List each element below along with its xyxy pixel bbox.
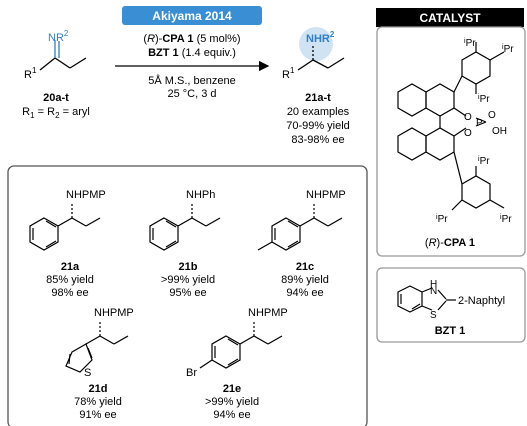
example-21d-yield: 78% yield (74, 396, 122, 408)
example-21a-ee: 98% ee (51, 287, 88, 299)
example-21d-atom: S (84, 367, 91, 379)
product-nhr-label: NHR2 (306, 30, 335, 45)
cpa-ipr-4: iPr (478, 156, 490, 167)
example-21c-ee: 94% ee (286, 287, 323, 299)
example-21c-group: NHPMP (306, 189, 346, 201)
banner-title: Akiyama 2014 (152, 9, 232, 23)
bzt-nitrogen: N (430, 286, 437, 297)
example-21e-yield: >99% yield (205, 396, 259, 408)
catalyst-panel: CATALYST iPr (376, 8, 526, 257)
catalyst-name: (R)-CPA 1 (425, 237, 475, 249)
bzt-hydrogen: H (430, 279, 437, 290)
example-21d-structure (65, 320, 129, 373)
cpa-ipr-6: iPr (500, 214, 512, 225)
cpa-hydroxyl: OH (492, 126, 507, 137)
example-21c-id: 21c (296, 261, 314, 273)
example-21d-ee: 91% ee (79, 409, 116, 421)
example-21d-id: 21d (89, 383, 108, 395)
condition-solvent: 5Å M.S., benzene (148, 74, 235, 87)
cpa-ipr-1: iPr (464, 38, 476, 49)
product-yield: 70-99% yield (286, 120, 350, 132)
example-21e-atom: Br (186, 367, 197, 379)
substrate-r1-label: R1 (24, 66, 37, 81)
example-21e-structure (199, 320, 283, 369)
cpa-ipr-2: iPr (502, 44, 514, 55)
substrate-id: 20a-t (43, 92, 69, 104)
example-21c-structure (257, 202, 343, 251)
example-21b-group: NHPh (186, 189, 215, 201)
banner-box (122, 6, 262, 25)
example-21d-group: NHPMP (94, 307, 134, 319)
cpa-structure (397, 42, 505, 211)
stereocenter-highlight (299, 27, 333, 61)
example-21a-structure (29, 202, 101, 251)
examples-frame (7, 165, 368, 426)
cpa-ipr-5: iPr (436, 214, 448, 225)
cpa-phosphorus: P (476, 118, 483, 129)
product-id: 21a-t (305, 92, 331, 104)
example-21a-yield: 85% yield (46, 274, 94, 286)
bzt-frame (376, 267, 526, 343)
catalyst-header: CATALYST (419, 11, 481, 25)
product-examples: 20 examples (287, 106, 350, 118)
example-21b-structure (149, 202, 221, 251)
example-21e-id: 21e (223, 383, 241, 395)
example-21c-yield: 89% yield (281, 274, 329, 286)
bzt-substituent: 2-Naphtyl (458, 295, 505, 307)
substrate-structure (39, 40, 87, 71)
example-21e-ee: 94% ee (213, 409, 250, 421)
condition-reductant: BZT 1 (1.4 equiv.) (148, 47, 236, 59)
bzt-structure (397, 285, 456, 313)
product-ee: 83-98% ee (291, 134, 344, 146)
cpa-oxygen-2: O (464, 128, 472, 139)
substrate-definition: R1 = R2 = aryl (22, 106, 90, 120)
condition-catalyst: (R)-CPA 1 (5 mol%) (143, 33, 240, 45)
example-21e-group: NHPMP (248, 307, 288, 319)
example-21a-id: 21a (61, 261, 80, 273)
cpa-ipr-3: iPr (478, 94, 490, 105)
bzt-sulfur: S (430, 310, 437, 321)
example-21b-yield: >99% yield (161, 274, 215, 286)
substrate-nr-label: NR2 (48, 29, 69, 44)
examples-panel: NHPMP 21a 85% yield 98% ee NHPh 21b >99%… (7, 165, 368, 426)
catalyst-header-bar (376, 8, 524, 27)
reaction-scheme: Akiyama 2014 NR2 R1 20a-t R1 = R2 = aryl… (22, 6, 350, 146)
cpa-oxo: O (488, 110, 496, 121)
bzt-panel: H N S 2-Naphtyl BZT 1 (376, 267, 526, 343)
example-21a-group: NHPMP (66, 189, 106, 201)
product-r1-label: R1 (282, 66, 295, 81)
example-21b-id: 21b (179, 261, 198, 273)
example-21b-ee: 95% ee (169, 287, 206, 299)
bzt-name: BZT 1 (435, 325, 466, 337)
cpa-oxygen-1: O (464, 112, 472, 123)
catalyst-frame (376, 26, 526, 257)
product-structure (297, 44, 345, 71)
condition-temperature: 25 °C, 3 d (167, 88, 216, 100)
